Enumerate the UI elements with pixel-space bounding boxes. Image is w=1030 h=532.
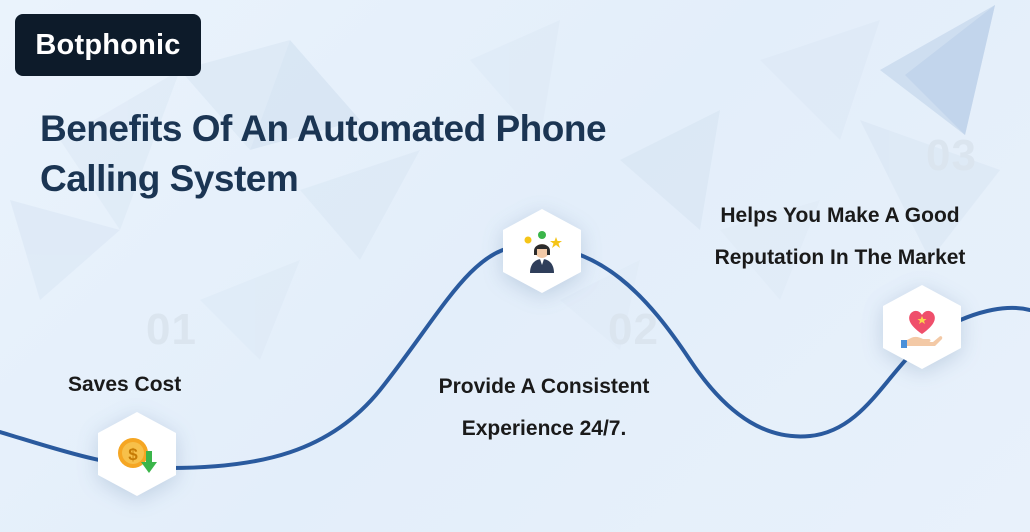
step-label-good-reputation: Helps You Make A Good Reputation In The …	[690, 195, 990, 279]
step-label-consistent-experience: Provide A Consistent Experience 24/7.	[420, 366, 668, 450]
page-title-line1: Benefits Of An Automated Phone	[40, 108, 607, 149]
step-label-saves-cost: Saves Cost	[68, 373, 182, 396]
step-number-01: 01	[146, 305, 197, 354]
step-number-03: 03	[926, 131, 977, 180]
step-icon-badge-03	[883, 285, 961, 369]
brand-logo: Botphonic	[15, 14, 201, 76]
heart-hand-icon	[901, 310, 943, 348]
step-label-02-line2: Experience 24/7.	[461, 417, 627, 440]
support-agent-icon	[524, 231, 562, 273]
page-title: Benefits Of An Automated Phone Calling S…	[40, 104, 607, 204]
step-label-02-line1: Provide A Consistent	[438, 375, 650, 398]
step-icon-badge-01: $	[98, 412, 176, 496]
step-label-03-line2: Reputation In The Market	[714, 246, 966, 269]
step-icon-badge-02	[503, 209, 581, 293]
step-number-02: 02	[608, 305, 659, 354]
page-title-line2: Calling System	[40, 158, 299, 199]
svg-text:$: $	[128, 445, 138, 464]
brand-logo-text: Botphonic	[35, 28, 181, 61]
money-down-icon: $	[118, 438, 157, 473]
step-label-03-line1: Helps You Make A Good	[720, 204, 960, 227]
